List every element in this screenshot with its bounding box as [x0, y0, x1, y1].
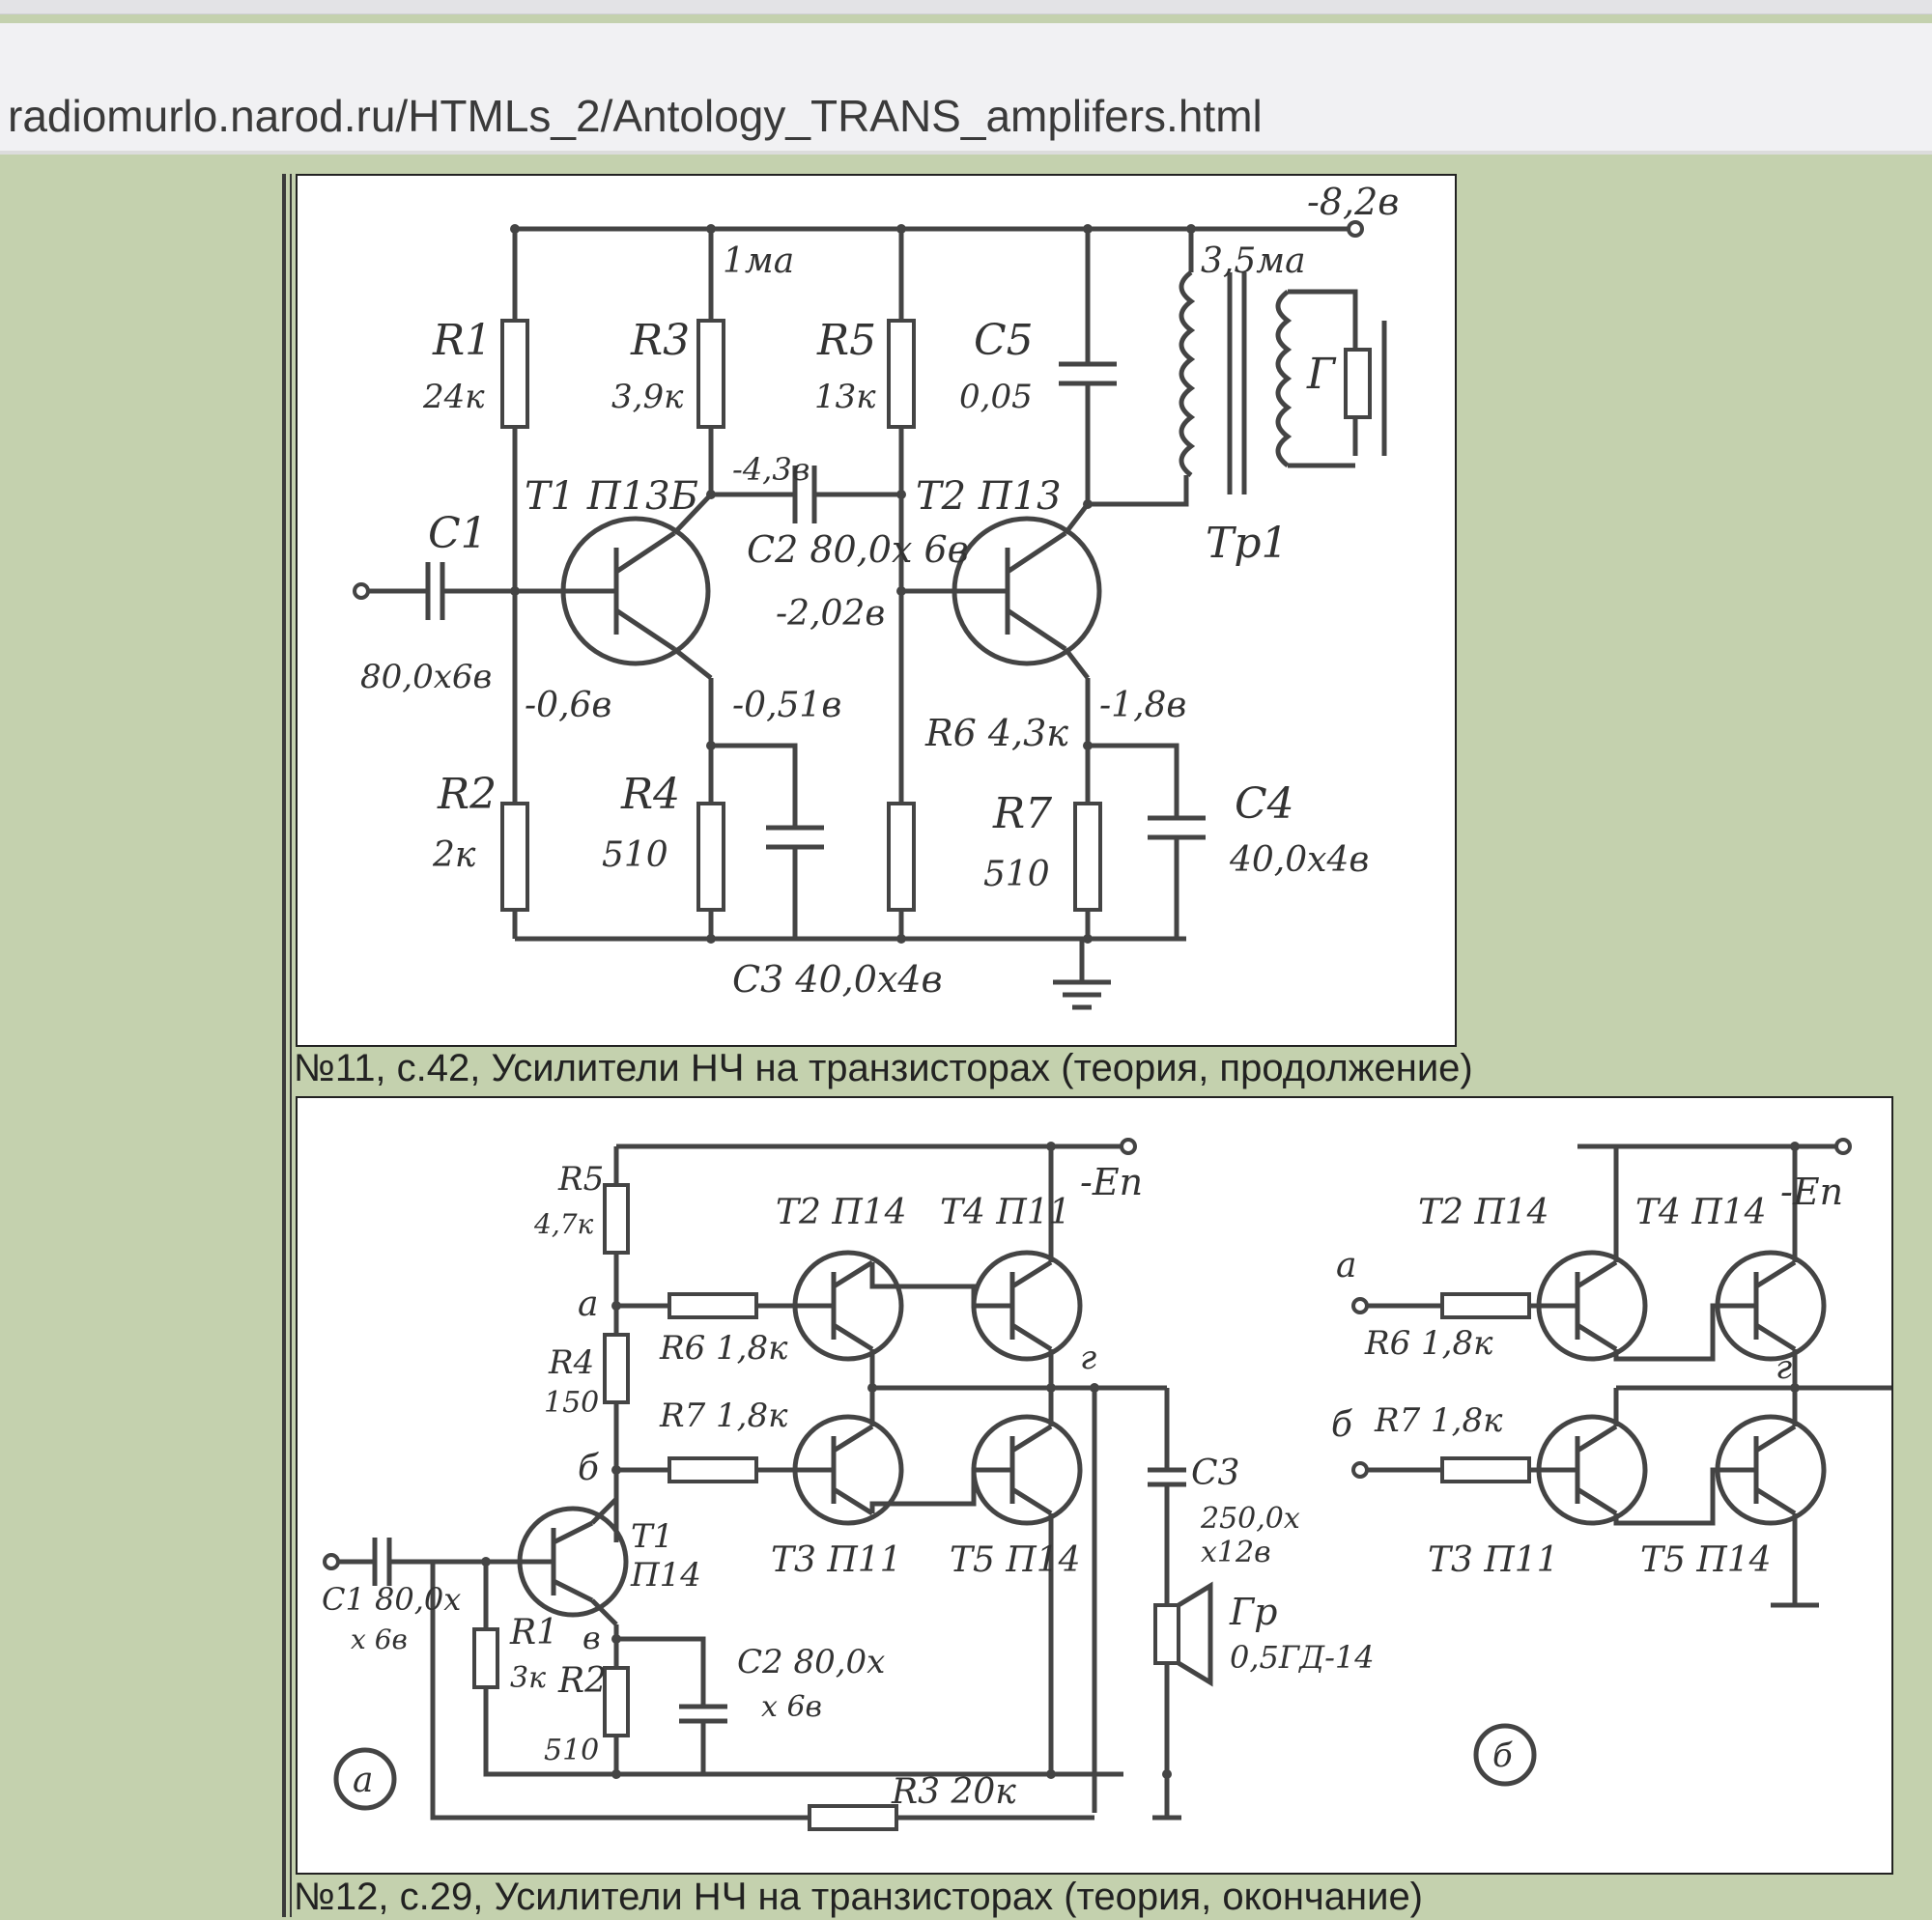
label-b-ep: -Eп	[1780, 1171, 1843, 1213]
label-r4-value: 510	[602, 835, 668, 875]
label-a-r2-value: 510	[544, 1734, 599, 1767]
schematic-11-drawing: -8,2в 1ма 3,5ма R1 24к R3 3,9к R5 13к C5…	[353, 181, 1399, 1010]
content-border-line	[282, 174, 286, 1917]
label-a-t3: T3 П11	[771, 1540, 902, 1580]
label-a-c3-value-1: 250,0х	[1200, 1502, 1300, 1536]
label-b-node-b: б	[1331, 1405, 1353, 1445]
label-a-c3-value-2: х12в	[1201, 1536, 1271, 1569]
label-a-node-v: в	[582, 1620, 601, 1656]
label-supply: -8,2в	[1307, 181, 1399, 223]
label-b-mark: б	[1492, 1736, 1513, 1775]
label-a-r3: R3 20к	[891, 1772, 1016, 1812]
label-a-r4: R4	[548, 1343, 594, 1382]
label-b-t2: T2 П14	[1418, 1193, 1549, 1232]
label-c4: C4	[1235, 779, 1294, 829]
label-r1-value: 24к	[422, 378, 485, 416]
label-a-r7: R7 1,8к	[659, 1397, 788, 1435]
label-r7-value: 510	[983, 855, 1050, 894]
label-a-c2: C2 80,0х	[737, 1643, 885, 1681]
label-voltage-1-8: -1,8в	[1099, 686, 1186, 725]
label-c3: C3 40,0х4в	[732, 958, 943, 1001]
label-r2-value: 2к	[432, 835, 476, 875]
label-a-t4: T4 П11	[940, 1193, 1071, 1232]
label-b-t3: T3 П11	[1428, 1540, 1559, 1580]
label-a-r1: R1	[509, 1613, 558, 1652]
label-b-t5: T5 П14	[1640, 1540, 1772, 1580]
label-r7: R7	[992, 789, 1052, 838]
label-voltage-4-3: -4,3в	[732, 451, 810, 488]
label-a-t1-value: П14	[630, 1556, 701, 1595]
content-border-line-inner	[290, 174, 292, 1917]
label-voltage-0-6: -0,6в	[525, 686, 611, 725]
label-a-c3: C3	[1191, 1454, 1239, 1493]
label-a-c1-value: х 6в	[351, 1624, 408, 1655]
label-r3-value: 3,9к	[611, 378, 684, 416]
label-c5: C5	[974, 316, 1034, 365]
address-bar[interactable]: radiomurlo.narod.ru/HTMLs_2/Antology_TRA…	[0, 23, 1932, 151]
browser-tab-strip	[0, 0, 1932, 14]
label-a-c1: C1 80,0х	[322, 1581, 461, 1618]
label-b-t4: T4 П14	[1635, 1193, 1767, 1232]
label-a-r1-value: 3к	[510, 1661, 546, 1695]
label-b-r7: R7 1,8к	[1374, 1401, 1503, 1440]
label-c4-value: 40,0х4в	[1229, 840, 1369, 880]
label-r4: R4	[620, 770, 680, 819]
label-current-1: 1ма	[723, 241, 794, 281]
figure-caption-11: №11, с.42, Усилители НЧ на транзисторах …	[294, 1047, 1473, 1089]
label-r2: R2	[437, 770, 497, 819]
label-a-r6: R6 1,8к	[659, 1329, 788, 1368]
label-a-t5: T5 П14	[950, 1540, 1081, 1580]
schematic-12-drawing: R5 4,7к T2 П14 T4 П11 -Eп а R6 1,8к г R4…	[322, 1138, 1891, 1831]
label-a-speaker-value: 0,5ГД-14	[1230, 1639, 1375, 1676]
label-c1: C1	[428, 509, 488, 558]
label-r5: R5	[816, 316, 876, 365]
label-r1: R1	[432, 316, 492, 365]
label-t1: T1 П13Б	[525, 474, 698, 519]
label-voltage-0-51: -0,51в	[732, 686, 841, 725]
label-b-r6: R6 1,8к	[1364, 1324, 1493, 1363]
label-a-mark: а	[353, 1761, 373, 1800]
label-b-node-a: а	[1336, 1246, 1356, 1285]
label-voltage-2-02: -2,02в	[776, 594, 885, 634]
label-a-t2: T2 П14	[776, 1193, 907, 1232]
label-b-node-g: г	[1776, 1348, 1792, 1387]
label-a-node-g: г	[1080, 1339, 1096, 1377]
label-r6: R6 4,3к	[924, 712, 1068, 754]
label-a-node-a: а	[578, 1285, 598, 1324]
label-c1-value: 80,0х6в	[360, 658, 492, 696]
toolbar-divider	[0, 151, 1932, 155]
label-a-t1: T1	[631, 1517, 673, 1556]
label-c5-value: 0,05	[959, 378, 1033, 416]
label-a-r5-value: 4,7к	[533, 1208, 594, 1240]
label-t2: T2 П13	[916, 474, 1062, 519]
label-r3: R3	[630, 316, 690, 365]
url-text[interactable]: radiomurlo.narod.ru/HTMLs_2/Antology_TRA…	[8, 91, 1263, 141]
label-transformer: Тр1	[1206, 519, 1289, 568]
label-generator: Г	[1306, 350, 1337, 399]
label-a-r2: R2	[557, 1661, 607, 1701]
label-r5-value: 13к	[814, 378, 876, 416]
schematic-image-11: -8,2в 1ма 3,5ма R1 24к R3 3,9к R5 13к C5…	[296, 174, 1457, 1047]
label-a-speaker: Гр	[1229, 1591, 1278, 1633]
label-a-ep: -Eп	[1080, 1161, 1143, 1203]
label-a-c2-value: х 6в	[761, 1690, 822, 1724]
label-a-r5: R5	[557, 1160, 604, 1199]
label-a-r4-value: 150	[544, 1386, 599, 1420]
label-c2: C2 80,0х 6в	[747, 528, 969, 571]
label-current-2: 3,5ма	[1201, 241, 1306, 281]
schematic-image-12: R5 4,7к T2 П14 T4 П11 -Eп а R6 1,8к г R4…	[296, 1096, 1893, 1875]
label-a-node-b: б	[578, 1449, 600, 1488]
figure-caption-12: №12, с.29, Усилители НЧ на транзисторах …	[294, 1876, 1424, 1918]
